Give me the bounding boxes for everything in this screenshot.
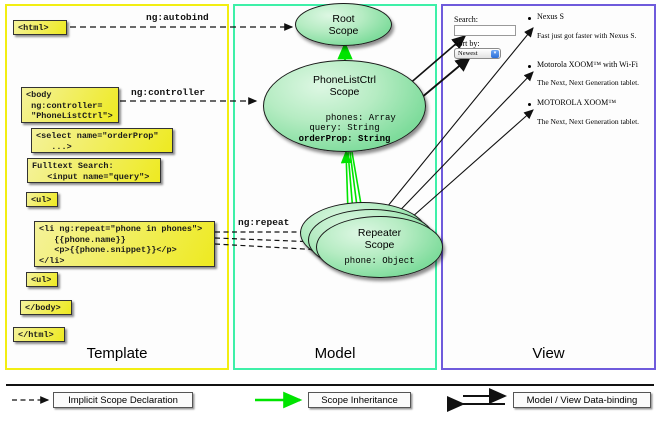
phone-snippet: The Next, Next Generation tablet. xyxy=(537,117,640,126)
phonelistctrl-props-bold: orderProp: String xyxy=(298,133,391,144)
phone-snippet: Fast just got faster with Nexus S. xyxy=(537,31,637,40)
phone-name: Motorola XOOM™ with Wi-Fi xyxy=(537,60,638,69)
chevron-down-icon[interactable]: ▾ xyxy=(491,50,499,58)
repeater-scope: Repeater Scope phone: Object xyxy=(316,216,443,278)
repeater-scope-props: phone: Object xyxy=(344,256,415,266)
phonelistctrl-scope-props: phones: Array query: String orderProp: S… xyxy=(264,102,425,155)
search-label: Search: xyxy=(454,15,478,24)
legend-implicit-scope-declaration: Implicit Scope Declaration xyxy=(53,392,193,408)
legend-model-view-data-binding: Model / View Data-binding xyxy=(513,392,651,408)
repeater-scope-title: Repeater Scope xyxy=(357,227,402,251)
legend-divider xyxy=(6,384,654,386)
panel-template-title: Template xyxy=(86,345,148,362)
sort-select-value: Newest xyxy=(458,50,478,57)
ul-close-note: <ul> xyxy=(26,272,58,287)
root-scope-title: Root Scope xyxy=(328,12,359,37)
legend-glyph-double-arrow xyxy=(447,388,507,412)
panel-model: Model xyxy=(233,4,437,370)
legend-scope-inheritance: Scope Inheritance xyxy=(308,392,411,408)
root-scope: Root Scope xyxy=(295,3,392,46)
label-ng-autobind: ng:autobind xyxy=(146,12,209,23)
panel-model-title: Model xyxy=(314,345,356,362)
sort-select[interactable]: Newest ▾ xyxy=(454,48,501,59)
list-bullet xyxy=(528,17,531,20)
body-close-note: </body> xyxy=(20,300,72,315)
ul-open-note: <ul> xyxy=(26,192,58,207)
li-ngrepeat-note: <li ng:repeat="phone in phones"> {{phone… xyxy=(34,221,215,267)
search-input[interactable] xyxy=(454,25,516,36)
phonelistctrl-scope: PhoneListCtrl Scope phones: Array query:… xyxy=(263,60,426,152)
phone-name: Nexus S xyxy=(537,12,564,21)
fulltext-search-note: Fulltext Search: <input name="query"> xyxy=(27,158,161,183)
body-controller-note: <body ng:controller= "PhoneListCtrl"> xyxy=(21,87,119,123)
html-open-note: <html> xyxy=(13,20,67,35)
label-ng-controller: ng:controller xyxy=(131,87,206,98)
phonelistctrl-props-plain: phones: Array query: String xyxy=(309,112,396,134)
phonelistctrl-scope-title: PhoneListCtrl Scope xyxy=(312,74,377,98)
label-ng-repeat: ng:repeat xyxy=(238,217,290,228)
panel-view-title: View xyxy=(532,345,565,362)
phone-name: MOTOROLA XOOM™ xyxy=(537,98,617,107)
list-bullet xyxy=(528,65,531,68)
list-bullet xyxy=(528,103,531,106)
html-close-note: </html> xyxy=(13,327,65,342)
sort-label: Sort by: xyxy=(454,39,480,48)
select-orderprop-note: <select name="orderProp" ...> xyxy=(31,128,173,153)
phone-snippet: The Next, Next Generation tablet. xyxy=(537,78,640,87)
panel-template: Template xyxy=(5,4,229,370)
